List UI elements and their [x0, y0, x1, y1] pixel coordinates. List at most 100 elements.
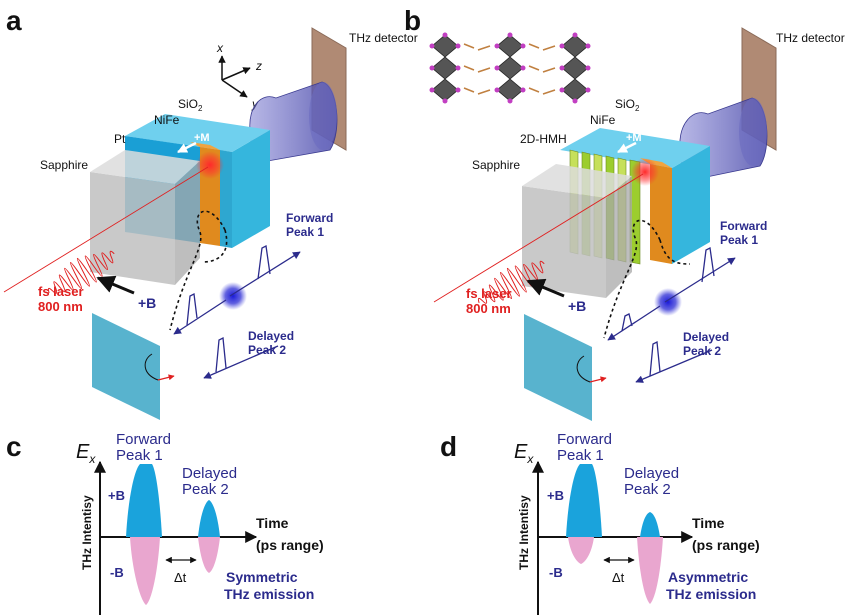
delayed-peak-positive — [640, 512, 660, 537]
sio2-layer-side — [232, 130, 270, 248]
forward-label-line2: Peak 1 — [116, 447, 163, 464]
result-label-line1: Symmetric — [226, 569, 298, 585]
axis-z-label: z — [255, 59, 262, 73]
panel-a: a x z y THz detector SiO2 NiFe Pt Sapphi… — [3, 5, 418, 420]
positive-b-label: +B — [108, 488, 125, 503]
axis-x-label: x — [216, 41, 224, 55]
result-label-line1: Asymmetric — [668, 569, 748, 585]
axis-y-label: y — [251, 97, 259, 111]
negative-b-label: -B — [110, 565, 124, 580]
sio2-layer-front — [220, 150, 232, 248]
panel-d: d Ex Forward Peak 1 Delayed Peak 2 +B -B… — [440, 431, 760, 615]
forward-label-line1: Forward — [286, 211, 333, 225]
sio2-layer-top — [125, 114, 270, 152]
nife-layer-top — [190, 142, 220, 150]
rotation-arrow-tip — [157, 374, 175, 381]
hmh-label: 2D-HMH — [520, 132, 567, 146]
laser-beam — [433, 173, 644, 303]
time-label-line2: (ps range) — [692, 537, 760, 553]
magnetization-arrow — [177, 141, 197, 154]
sio2-label: SiO2 — [178, 97, 203, 113]
result-label-line2: THz emission — [224, 586, 314, 602]
sio2-layer-top — [560, 128, 710, 168]
forward-pulse — [664, 247, 736, 303]
time-label-line2: (ps range) — [256, 537, 324, 553]
sapphire-top — [90, 150, 200, 184]
result-label-line2: THz emission — [666, 586, 756, 602]
field-arrow — [526, 278, 565, 298]
time-label-line1: Time — [692, 515, 725, 531]
panel-d-letter: d — [440, 431, 457, 462]
sapphire-side — [606, 176, 632, 298]
nife-label: NiFe — [154, 113, 180, 127]
delayed-label-line1: Delayed — [683, 330, 729, 344]
sio2-layer-side — [672, 146, 710, 264]
backward-pulse — [607, 305, 661, 341]
e-field-label: Ex — [76, 441, 96, 466]
sapphire-block — [90, 172, 175, 285]
laser-label-line1: fs laser — [466, 286, 512, 301]
panel-c: c Ex Forward Peak 1 Delayed Peak 2 +B -B… — [6, 431, 324, 615]
field-label: +B — [568, 298, 586, 314]
field-label: +B — [138, 295, 156, 311]
delayed-label-line1: Delayed — [182, 465, 237, 482]
emission-dot — [654, 288, 682, 316]
forward-label-line1: Forward — [116, 431, 171, 448]
forward-label-line2: Peak 1 — [720, 233, 758, 247]
thz-detector-label: THz detector — [776, 31, 845, 45]
delayed-label-line2: Peak 2 — [624, 481, 671, 498]
cone-aperture — [739, 98, 767, 166]
delayed-pulse — [203, 336, 279, 379]
laser-label-line2: 800 nm — [38, 299, 83, 314]
delayed-peak-negative — [637, 537, 663, 604]
delta-t-label: Δt — [174, 570, 187, 585]
forward-peak-negative — [568, 537, 594, 564]
rear-detector-plate — [92, 313, 160, 420]
forward-pulse — [229, 245, 301, 297]
panel-b: b — [404, 5, 845, 421]
magnetization-label: +M — [626, 132, 642, 144]
forward-label-line2: Peak 1 — [557, 447, 604, 464]
rotation-arrow — [144, 353, 159, 381]
e-field-label: Ex — [514, 441, 534, 466]
forward-peak-negative — [130, 537, 160, 605]
positive-b-label: +B — [547, 488, 564, 503]
laser-pulse — [47, 250, 115, 294]
dashed-emission-loop-2 — [202, 229, 228, 263]
rotation-arrow — [576, 355, 591, 383]
delayed-label-line1: Delayed — [248, 329, 294, 343]
sapphire-side — [175, 161, 200, 285]
panel-c-letter: c — [6, 431, 22, 462]
sapphire-block — [522, 186, 606, 298]
delta-t-label: Δt — [612, 570, 625, 585]
sapphire-label: Sapphire — [40, 158, 88, 172]
forward-label-line1: Forward — [720, 219, 767, 233]
y-axis-label: THz Intentisy — [80, 495, 94, 570]
rear-detector-plate — [524, 314, 592, 421]
delayed-label-line2: Peak 2 — [683, 344, 721, 358]
laser-label-line1: fs laser — [38, 284, 84, 299]
forward-peak-positive — [566, 464, 602, 537]
laser-hotspot — [631, 158, 659, 186]
laser-beam — [3, 166, 209, 293]
forward-peak-positive — [126, 464, 162, 537]
delayed-peak-positive — [198, 500, 220, 537]
delayed-label-line2: Peak 2 — [182, 481, 229, 498]
rotation-arrow-tip — [589, 376, 607, 383]
delayed-label-line2: Peak 2 — [248, 343, 286, 357]
negative-b-label: -B — [549, 565, 563, 580]
cone-aperture — [309, 82, 337, 150]
forward-label-line1: Forward — [557, 431, 612, 448]
magnetization-arrow — [617, 141, 637, 154]
delayed-peak-negative — [198, 537, 220, 573]
laser-label-line2: 800 nm — [466, 301, 511, 316]
laser-hotspot — [196, 151, 224, 179]
sapphire-label: Sapphire — [472, 158, 520, 172]
emission-dot — [219, 282, 247, 310]
thz-detector-label: THz detector — [349, 31, 418, 45]
pt-label: Pt — [114, 132, 126, 146]
nife-layer — [650, 164, 672, 264]
delayed-label-line1: Delayed — [624, 465, 679, 482]
delayed-pulse — [635, 340, 713, 383]
